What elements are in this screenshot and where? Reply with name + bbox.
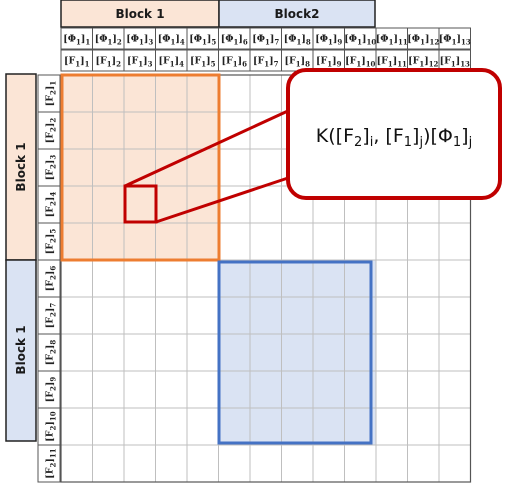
phi-header-label: [Φ1]3 (126, 34, 153, 47)
callout-box (286, 68, 502, 200)
callout-line-top (124, 108, 291, 188)
phi-header-cell (438, 27, 471, 50)
phi-header-label: [Φ1]13 (439, 34, 471, 47)
col-block2-label: Block2 (275, 7, 320, 21)
f1-header-label: [F1]11 (377, 56, 407, 69)
phi-header-label: [Φ1]12 (407, 34, 439, 47)
kernel-grid (60, 74, 472, 483)
phi-header-label: [Φ1]8 (284, 34, 311, 47)
callout-formula: K([F2]i, [F1]j)[Φ1]j (316, 125, 472, 150)
row-block-top-label: Block 1 (14, 142, 28, 191)
f2-header-label: [F2]2 (45, 118, 58, 144)
phi-header-label: [Φ1]1 (63, 34, 90, 47)
f2-header-label: [F2]6 (45, 266, 58, 292)
selected-cell-highlight (123, 184, 158, 224)
phi-header-label: [Φ1]6 (221, 34, 248, 47)
orange-block-highlight (60, 73, 221, 262)
f2-header-label: [F2]7 (45, 303, 58, 329)
f1-header-label: [F1]4 (159, 56, 185, 69)
f1-header-label: [F1]5 (190, 56, 216, 69)
f1-header-label: [F1]2 (96, 56, 122, 69)
f1-header-label: [F1]10 (345, 56, 375, 69)
callout-line-bottom (155, 174, 295, 224)
col-block2-header-bg (218, 0, 376, 28)
orange-block-fill (61, 75, 219, 260)
blue-block-highlight (217, 260, 373, 445)
phi-header-label: [Φ1]10 (344, 34, 376, 47)
grid-border (60, 74, 472, 483)
f2-header-label: [F2]9 (45, 377, 58, 403)
phi-header-label: [Φ1]11 (376, 34, 408, 47)
f2-header-label: [F2]1 (45, 81, 58, 107)
f2-header-cell (37, 444, 61, 483)
f2-header-label: [F2]5 (45, 229, 58, 255)
col-block1-label: Block 1 (115, 7, 164, 21)
f1-header-label: [F1]8 (285, 56, 311, 69)
col-block1-header-bg (60, 0, 220, 28)
phi-header-label: [Φ1]2 (95, 34, 122, 47)
blue-block-fill (218, 260, 376, 445)
phi-header-label: [Φ1]7 (252, 34, 279, 47)
phi-header-row: [Φ1]1 [Φ1]2 [Φ1]3 [Φ1]4 [Φ1]5 [Φ1]6 [Φ1]7 [Φ1]8… (60, 27, 471, 50)
f1-header-label: [F1]6 (222, 56, 248, 69)
f2-header-label: [F2]8 (45, 340, 58, 366)
f1-header-label: [F1]7 (253, 56, 279, 69)
phi-header-label: [Φ1]4 (158, 34, 185, 47)
phi-header-label: [Φ1]5 (189, 34, 216, 47)
f1-header-label: [F1]9 (316, 56, 342, 69)
f1-header-label: [F1]12 (408, 56, 438, 69)
row-block-bottom-label: Block 1 (14, 325, 28, 374)
f1-header-label: [F1]1 (64, 56, 90, 69)
f2-header-label: [F2]3 (45, 155, 58, 181)
row-block1-bottom-header-bg (5, 259, 37, 442)
row-block1-top-header-bg (5, 73, 37, 261)
f2-header-label: [F2]4 (45, 192, 58, 218)
f1-header-label: [F1]3 (127, 56, 153, 69)
phi-header-label: [Φ1]9 (315, 34, 342, 47)
f2-header-column: [F2]1 [F2]2 [F2]3 [F2]4 [F2]5 [F2]6 [F2]7 [F2]8… (37, 74, 61, 483)
f2-header-label: [F2]11 (45, 448, 58, 478)
f1-header-label: [F1]13 (440, 56, 470, 69)
f1-header-row: [F1]1 [F1]2 [F1]3 [F1]4 [F1]5 [F1]6 [F1]7 [F1]8… (60, 49, 471, 72)
f2-header-label: [F2]10 (45, 411, 58, 441)
